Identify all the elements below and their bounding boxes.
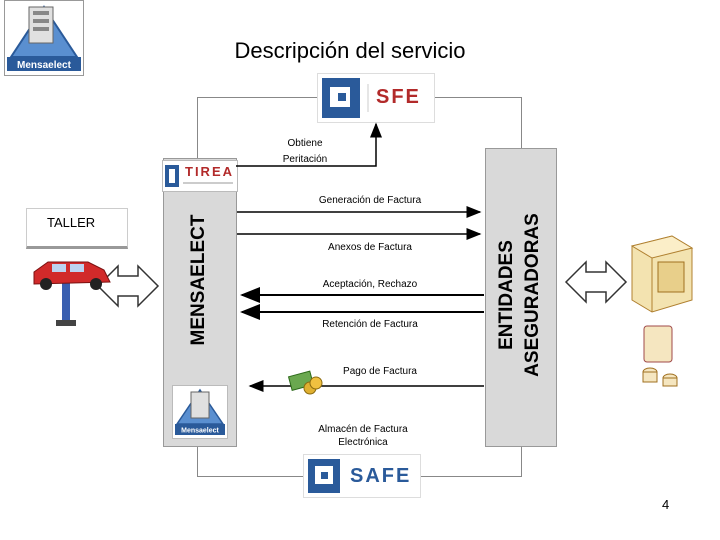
mensaelect-small-logo: Mensaelect bbox=[172, 385, 228, 439]
server-icon bbox=[630, 235, 694, 313]
safe-text: SAFE bbox=[350, 465, 412, 487]
generacion-label: Generación de Factura bbox=[318, 195, 422, 206]
small-logo-text: Mensaelect bbox=[181, 428, 219, 435]
car-lift-icon bbox=[33, 261, 111, 326]
almacen-line2: Electrónica bbox=[338, 437, 388, 448]
obtiene-line1: Obtiene bbox=[287, 138, 323, 149]
page-number: 4 bbox=[662, 497, 670, 512]
obtiene-label: Obtiene Peritación bbox=[270, 136, 340, 168]
aceptacion-label: Aceptación, Rechazo bbox=[322, 279, 418, 290]
sfe-text: SFE bbox=[376, 86, 421, 108]
database-icon bbox=[642, 325, 678, 387]
page-title: Descripción del servicio bbox=[234, 38, 466, 63]
obtiene-line2: Peritación bbox=[282, 154, 328, 165]
safe-logo: SAFE bbox=[303, 454, 421, 498]
anexos-label: Anexos de Factura bbox=[328, 242, 412, 253]
money-icon bbox=[287, 370, 323, 395]
pago-label: Pago de Factura bbox=[343, 366, 417, 377]
taller-box: TALLER bbox=[26, 208, 128, 249]
obtiene-arrow bbox=[236, 122, 382, 167]
logo-text: Mensaelect bbox=[17, 60, 72, 71]
double-arrow-icon-left bbox=[96, 264, 160, 308]
taller-label: TALLER bbox=[47, 215, 96, 230]
tirea-text: TIREA bbox=[185, 164, 234, 179]
tirea-logo: TIREA bbox=[162, 160, 238, 192]
double-arrow-icon-right bbox=[564, 260, 628, 304]
retencion-label: Retención de Factura bbox=[322, 319, 418, 330]
entidades-panel bbox=[485, 148, 557, 447]
almacen-line1: Almacén de Factura bbox=[318, 424, 408, 435]
almacen-label: Almacén de Factura Electrónica bbox=[300, 423, 426, 449]
mensaelect-logo: Mensaelect bbox=[4, 0, 84, 76]
